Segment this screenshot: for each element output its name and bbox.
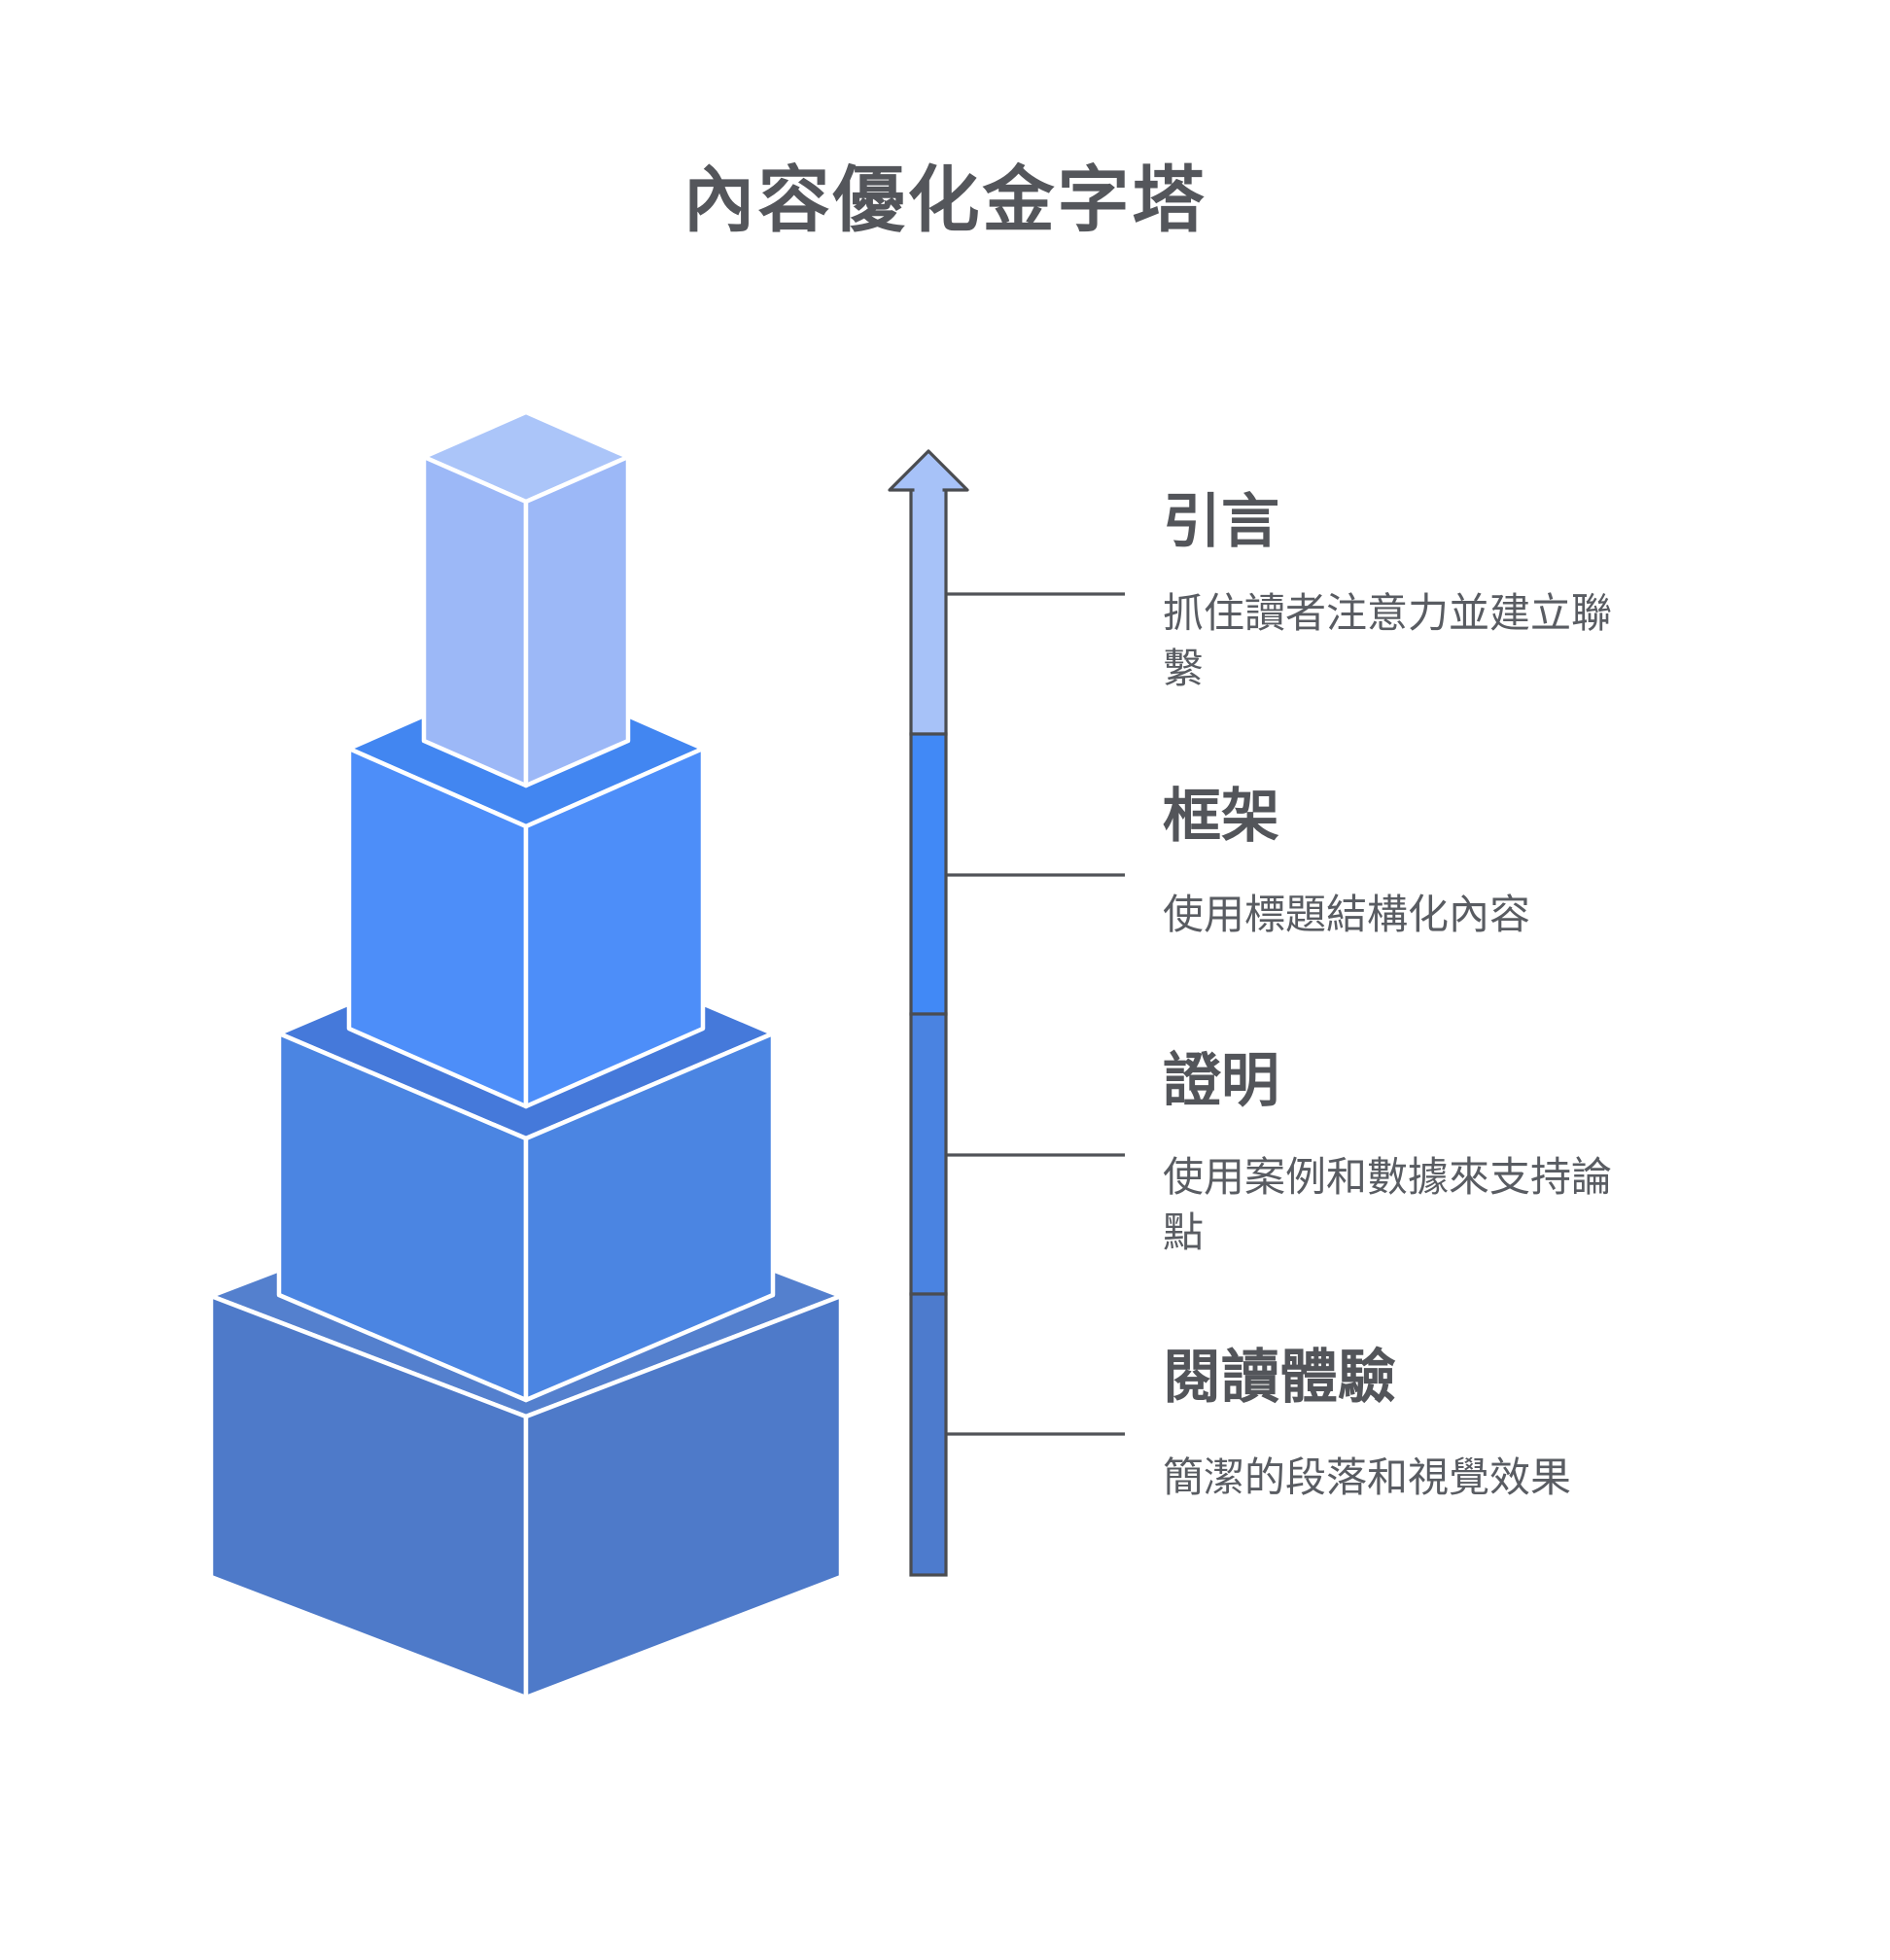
level-4-heading: 閱讀體驗: [1163, 1345, 1396, 1410]
level-3-description: 使用案例和數據來支持論點: [1163, 1154, 1613, 1256]
level-1-heading: 引言: [1163, 489, 1279, 554]
arrow-up-head: [888, 449, 969, 492]
diagram-title: 內容優化金字塔: [682, 159, 1208, 240]
arrow-shaft-segment-2: [909, 732, 948, 1016]
arrow-head-seam-cover: [914, 486, 943, 494]
arrow-shaft-segment-4: [909, 1292, 948, 1577]
level-3-heading: 證明: [1163, 1048, 1279, 1113]
level-2-description: 使用標題結構化內容: [1163, 892, 1531, 937]
pyramid-level-4-bottom-right-face: [523, 1293, 844, 1700]
arrow-shaft-segment-1: [909, 487, 948, 736]
level-2-heading: 框架: [1163, 784, 1279, 849]
pyramid-level-2-right-face: [523, 746, 706, 1109]
pyramid-level-1-top-right-face: [523, 454, 631, 788]
pyramid-level-1-top-left-face: [421, 454, 529, 788]
level-4-description: 簡潔的段落和視覺效果: [1163, 1454, 1572, 1500]
arrow-shaft-segment-3: [909, 1012, 948, 1296]
pyramid-level-3-right-face: [523, 1031, 776, 1403]
level-1-description: 抓住讀者注意力並建立聯繫: [1163, 590, 1613, 692]
